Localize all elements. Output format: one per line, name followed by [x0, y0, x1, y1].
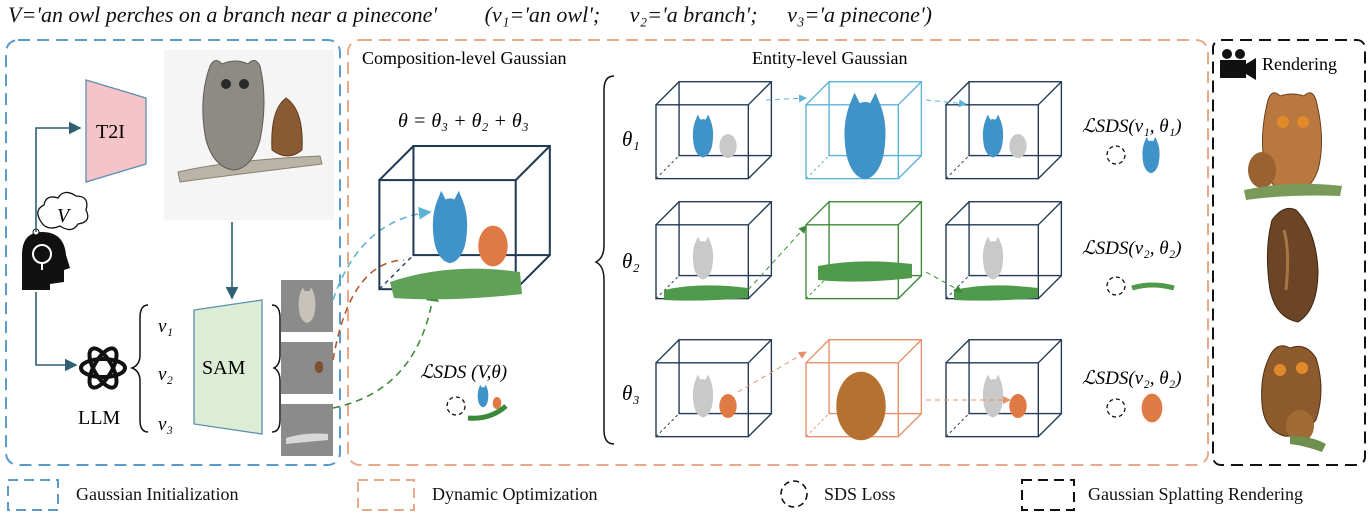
sam-block [193, 299, 263, 435]
segment-owl-thumb [281, 280, 333, 332]
composition-sds-icon [446, 384, 508, 421]
row1-loss: ℒSDS(v₁, θ₁) [1082, 116, 1182, 137]
arrow-to-t2i [35, 121, 82, 232]
entity-brace [594, 75, 615, 445]
composition-heading: Composition-level Gaussian [362, 48, 566, 68]
flow-pinecone-to-cube [332, 259, 405, 361]
llm-label: LLM [78, 407, 120, 429]
legend-init-label: Gaussian Initialization [76, 484, 239, 504]
composition-loss: ℒSDS (V,θ) [420, 362, 507, 383]
theta2-label: θ₂ [622, 249, 640, 273]
theta-equation: θ = θ₃ + θ₂ + θ₃ [398, 110, 529, 132]
theta1-label: θ₁ [622, 127, 640, 151]
render-view-2 [1266, 207, 1319, 323]
generated-owl-image [164, 50, 334, 220]
row1-cube-right [945, 81, 1063, 180]
theta3-label: θ₃ [622, 381, 640, 405]
render-panel-border [1212, 39, 1366, 466]
camera-icon [1220, 49, 1256, 80]
rendering-heading: Rendering [1262, 54, 1337, 74]
render-view-1 [1244, 92, 1342, 200]
flow-branch-to-cube [332, 288, 439, 409]
row2-cube-middle [805, 201, 923, 300]
entity-def-1: (v₁='an owl'; [484, 2, 601, 27]
v-brace [129, 304, 149, 433]
row3-sds-icon [1106, 393, 1163, 423]
v1-label: v₁ [158, 316, 173, 337]
composition-cube [378, 144, 551, 300]
entity-def-3: v₃='a pinecone') [787, 2, 932, 27]
row3-loss: ℒSDS(v₂, θ₂) [1082, 368, 1182, 389]
user-head-icon [22, 232, 70, 290]
entity-def-2: v₂='a branch'; [629, 2, 758, 27]
flow-owl-to-cube [332, 206, 432, 301]
prompt-title: V='an owl perches on a branch near a pin… [8, 2, 932, 28]
v3-label: v₃ [158, 414, 173, 435]
init-panel-border [5, 39, 341, 466]
legend-optim-label: Dynamic Optimization [432, 484, 598, 504]
row3-cube-right [945, 339, 1063, 438]
row3-cube-left [655, 339, 773, 438]
legend-sds-label: SDS Loss [824, 484, 896, 504]
row2-cube-left [655, 201, 773, 301]
row1-sds-icon [1106, 136, 1160, 174]
entity-heading: Entity-level Gaussian [752, 48, 907, 68]
render-view-3 [1261, 345, 1326, 452]
legend-sds-icon [780, 480, 808, 508]
segment-branch-thumb [281, 404, 333, 456]
legend-render-swatch [1021, 479, 1075, 511]
row1-cube-left [655, 81, 773, 180]
t2i-label: T2I [96, 121, 125, 143]
seg-brace [271, 304, 281, 433]
legend-render-label: Gaussian Splatting Rendering [1088, 484, 1303, 504]
prompt-text: V='an owl perches on a branch near a pin… [8, 2, 438, 27]
optim-panel-border [347, 39, 1209, 466]
legend-init-swatch [7, 479, 59, 511]
arrow-to-llm [35, 292, 78, 372]
sam-label: SAM [202, 357, 246, 379]
llm-icon [79, 346, 127, 390]
prompt-symbol: V [57, 205, 72, 227]
legend-optim-swatch [357, 479, 415, 511]
row2-loss: ℒSDS(v₂, θ₂) [1082, 238, 1182, 259]
v2-label: v₂ [158, 364, 173, 385]
t2i-block [85, 79, 147, 183]
row3-cube-middle [805, 339, 923, 441]
row2-cube-right [945, 201, 1063, 301]
row2-sds-icon [1106, 276, 1175, 296]
segment-pinecone-thumb [281, 342, 333, 394]
row1-cube-middle [805, 81, 923, 180]
